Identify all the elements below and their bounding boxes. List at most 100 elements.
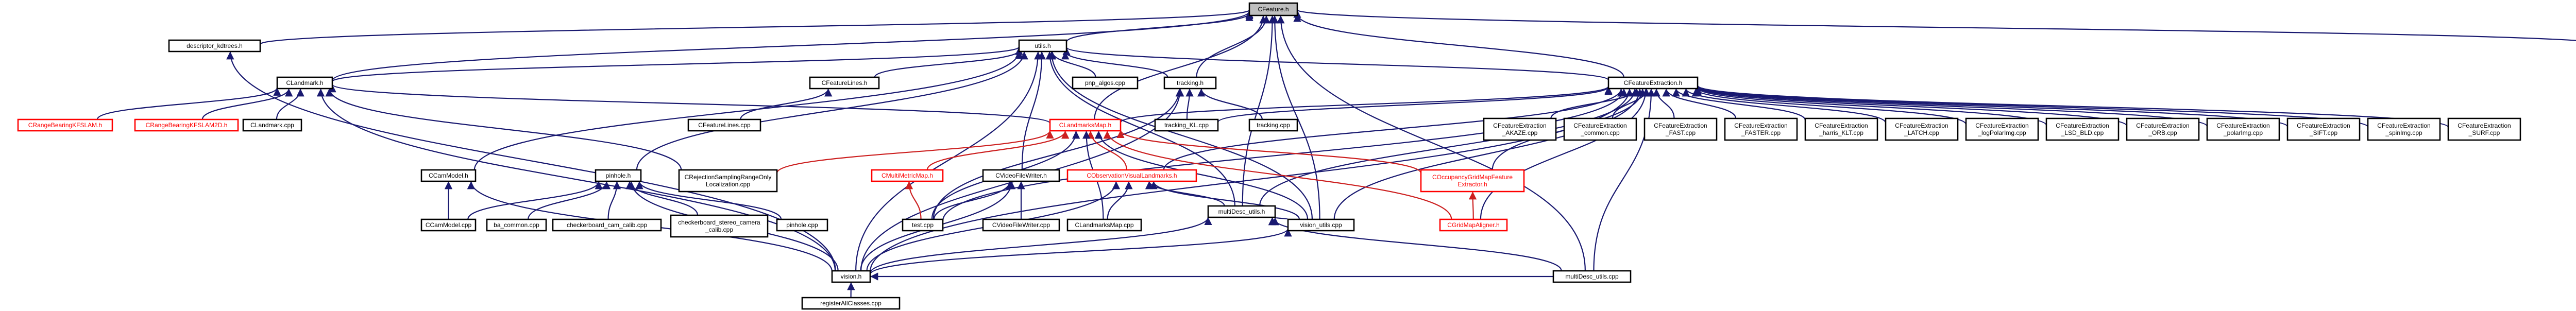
node-tracking-klt-cpp[interactable]: tracking_KL.cpp <box>1154 118 1219 132</box>
node-fe-polar[interactable]: CFeatureExtraction_polarImg.cpp <box>2206 117 2280 141</box>
node-label: pnp_algos.cpp <box>1085 79 1125 87</box>
node-label: CFeatureExtraction <box>1734 122 1787 129</box>
node-cvideofilewriter-h[interactable]: CVideoFileWriter.h <box>982 169 1060 182</box>
node-fe-latch[interactable]: CFeatureExtraction_LATCH.cpp <box>1885 117 1959 141</box>
node-label: CLandmarksMap.cpp <box>1075 221 1133 229</box>
node-box <box>1018 39 1067 53</box>
edge-clandmarksmap_cpp-to-cobservationvisuallandmarks_h <box>1107 181 1133 220</box>
node-label: CVideoFileWriter.h <box>995 172 1047 179</box>
edge-clandmark_cpp-to-clandmark_h <box>276 88 304 120</box>
node-registerallclasses-cpp[interactable]: registerAllClasses.cpp <box>801 297 901 310</box>
node-fe-orb[interactable]: CFeatureExtraction_ORB.cpp <box>2126 117 2200 141</box>
edge-multidesc_utils_h-to-utils_h <box>1045 51 1235 206</box>
node-checkerboard-cam-calib-cpp[interactable]: checkerboard_cam_calib.cpp <box>552 218 662 232</box>
node-box <box>2126 117 2200 141</box>
edge-vision_h-to-utils_h <box>855 51 1042 271</box>
node-box <box>420 169 477 182</box>
node-fe-surf[interactable]: CFeatureExtraction_SURF.cpp <box>2447 117 2521 141</box>
node-fe-common[interactable]: CFeatureExtraction_common.cpp <box>1563 117 1637 141</box>
edge-cgridmapaligner_h-to-coccupancygridmapfeature_h <box>1468 191 1477 220</box>
edge-vision_utils_cpp-to-multidesc_utils_h <box>1271 216 1289 226</box>
node-box <box>17 118 113 132</box>
edge-multidesc_utils_h-to-cobservationvisuallandmarks_h <box>1145 181 1225 206</box>
edge-crejection_cpp-to-clandmark_h <box>325 88 682 170</box>
edge-cobservationvisuallandmarks_h-to-cfeatureextraction_h <box>1163 88 1625 170</box>
node-crejection-cpp[interactable]: CRejectionSamplingRangeOnlyLocalization.… <box>678 169 778 193</box>
node-crangebearingkfslam2d-h[interactable]: CRangeBearingKFSLAM2D.h <box>134 118 239 132</box>
node-utils-h[interactable]: utils.h <box>1018 39 1067 53</box>
node-fe-lsd[interactable]: CFeatureExtraction_LSD_BLD.cpp <box>2045 117 2120 141</box>
node-clandmark-cpp[interactable]: CLandmark.cpp <box>242 118 302 132</box>
node-cvideofilewriter-cpp[interactable]: CVideoFileWriter.cpp <box>982 218 1060 232</box>
node-label: pinhole.cpp <box>786 221 818 229</box>
edge-vision_utils_cpp-to-cobservationvisuallandmarks_h <box>1149 181 1300 220</box>
node-ccammodel-h[interactable]: CCamModel.h <box>420 169 477 182</box>
node-checkerboard-stereo-cpp[interactable]: checkerboard_stereo_camera_calib.cpp <box>670 214 769 238</box>
node-tracking-cpp[interactable]: tracking.cpp <box>1248 118 1298 132</box>
node-clandmarksmap-cpp[interactable]: CLandmarksMap.cpp <box>1066 218 1142 232</box>
node-multidesc-utils-cpp[interactable]: multiDesc_utils.cpp <box>1552 270 1632 283</box>
edge-tracking_h-to-cfeature_h <box>1196 15 1270 78</box>
node-layer: CFeature.h descriptor_kdtrees.h utils.hCFe… <box>17 2 2521 310</box>
node-pinhole-h[interactable]: pinhole.h <box>595 169 642 182</box>
node-vision-h[interactable]: vision.h <box>831 270 871 283</box>
node-label: _ORB.cpp <box>2148 129 2177 136</box>
node-cfeaturelines-h[interactable]: CFeatureLines.h <box>809 76 880 90</box>
node-box <box>1248 118 1298 132</box>
node-crangebearingkfslam-h[interactable]: CRangeBearingKFSLAM.h <box>17 118 113 132</box>
node-label: CFeatureExtraction <box>2297 122 2350 129</box>
node-label: CFeatureExtraction <box>1654 122 1707 129</box>
node-box <box>670 214 769 238</box>
edge-crangebearingkfslam2d_h-to-clandmark_h <box>201 88 293 120</box>
node-box <box>168 39 261 53</box>
node-label: _SIFT.cpp <box>2309 129 2337 136</box>
node-fe-akaze[interactable]: CFeatureExtraction_AKAZE.cpp <box>1483 117 1557 141</box>
node-label: _LATCH.cpp <box>1904 129 1939 136</box>
edge-vision_h-to-multidesc_utils_h <box>869 217 1212 274</box>
node-cgridmapaligner-h[interactable]: CGridMapAligner.h <box>1439 218 1508 232</box>
node-box <box>1724 117 1798 141</box>
node-box <box>1885 117 1959 141</box>
node-label: CFeatureExtraction <box>1975 122 2028 129</box>
edge-clandmark_h-to-cfeature_h <box>331 11 1253 81</box>
node-fe-spinimg[interactable]: CFeatureExtraction_spinImg.cpp <box>2367 117 2441 141</box>
node-fe-faster[interactable]: CFeatureExtraction_FASTER.cpp <box>1724 117 1798 141</box>
edge-tracking_klt_cpp-to-tracking_h <box>1185 88 1194 120</box>
node-cfeatureextraction-h[interactable]: CFeatureExtraction.h <box>1607 76 1699 90</box>
node-ba-common-cpp[interactable]: ba_common.cpp <box>486 218 547 232</box>
edge-cgridmapaligner_h-to-clandmarksmap_h <box>1103 130 1452 220</box>
node-tracking-h[interactable]: tracking.h <box>1163 76 1217 90</box>
node-multidesc-utils-h[interactable]: multiDesc_utils.h <box>1207 205 1276 218</box>
node-clandmark-h[interactable]: CLandmark.h <box>276 76 333 90</box>
node-label: CFeatureLines.cpp <box>698 122 751 129</box>
edge-cfeaturelines_cpp-to-cfeaturelines_h <box>740 88 833 120</box>
node-cmultimetricmap-h[interactable]: CMultiMetricMap.h <box>871 169 944 182</box>
node-label: CFeatureExtraction.h <box>1624 79 1682 87</box>
node-cfeature-h[interactable]: CFeature.h <box>1248 2 1298 16</box>
node-ccammodel-cpp[interactable]: CCamModel.cpp <box>420 218 477 232</box>
node-cfeaturelines-cpp[interactable]: CFeatureLines.cpp <box>687 118 761 132</box>
node-label: _LSD_BLD.cpp <box>2061 129 2104 136</box>
node-label: CFeatureExtraction <box>2216 122 2269 129</box>
node-fe-sift[interactable]: CFeatureExtraction_SIFT.cpp <box>2286 117 2361 141</box>
node-box <box>1607 76 1699 90</box>
node-vision-utils-cpp[interactable]: vision_utils.cpp <box>1287 218 1355 232</box>
edge-descriptor_kdtrees_h-to-cfeature_h <box>259 9 1253 45</box>
node-label: CRangeBearingKFSLAM.h <box>28 122 102 129</box>
edge-pinhole_cpp-to-pinhole_h <box>635 181 782 220</box>
node-fe-logpolar[interactable]: CFeatureExtraction_logPolarImg.cpp <box>1965 117 2039 141</box>
node-pnp-algos-cpp[interactable]: pnp_algos.cpp <box>1072 76 1139 90</box>
node-test-cpp[interactable]: test.cpp <box>902 218 944 232</box>
node-descriptor-kdtrees-h[interactable]: descriptor_kdtrees.h <box>168 39 261 53</box>
edge-ba_common_cpp-to-pinhole_h <box>528 181 611 220</box>
node-cobservationvisuallandmarks-h[interactable]: CObservationVisualLandmarks.h <box>1066 169 1197 182</box>
node-clandmarksmap-h[interactable]: CLandmarksMap.h <box>1049 118 1122 132</box>
node-label: pinhole.h <box>606 172 631 179</box>
node-label: tracking.cpp <box>1257 122 1290 129</box>
node-fe-harris[interactable]: CFeatureExtraction_harris_KLT.cpp <box>1804 117 1878 141</box>
node-box <box>809 76 880 90</box>
node-fe-fast[interactable]: CFeatureExtraction_FAST.cpp <box>1643 117 1718 141</box>
node-pinhole-cpp[interactable]: pinhole.cpp <box>776 218 828 232</box>
